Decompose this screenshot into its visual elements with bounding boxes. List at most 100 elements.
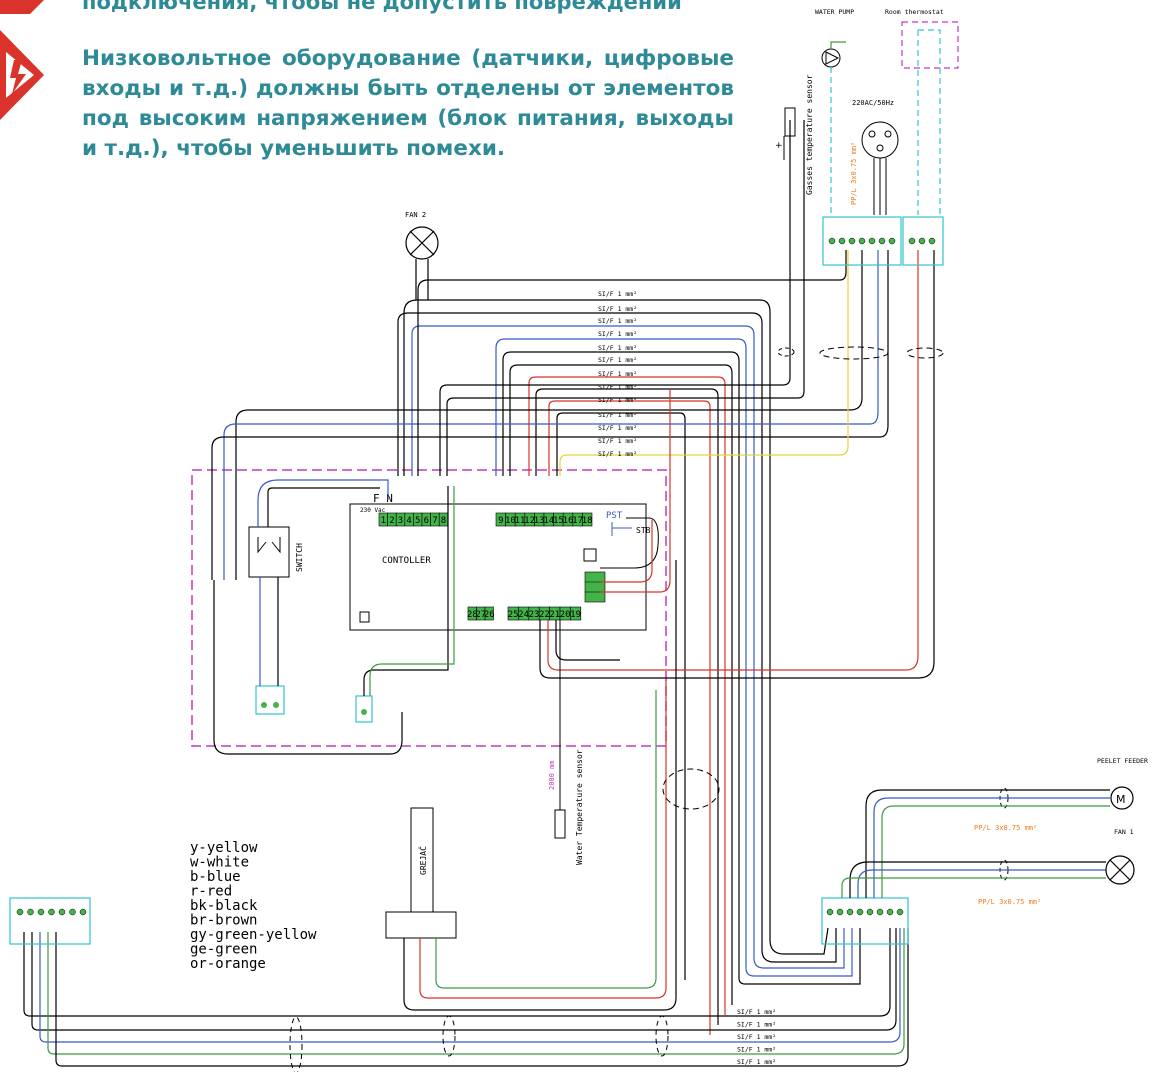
cable-label: SI/F 1 mm² <box>598 305 637 313</box>
terminal-screw <box>896 908 904 916</box>
ppl-vertical-label: PP/L 3x0.75 mm² <box>850 142 858 205</box>
wiring-to-supply <box>211 120 889 580</box>
terminal-screw <box>868 237 876 245</box>
cable-labels: SI/F 1 mm² SI/F 1 mm² SI/F 1 mm² SI/F 1 mm²… <box>598 290 637 458</box>
fan1-icon <box>1105 855 1135 885</box>
fan2-label: FAN 2 <box>405 211 426 219</box>
fan1-cable-label: PP/L 3x0.75 mm² <box>978 898 1041 906</box>
terminal-screw <box>888 237 896 245</box>
terminal-screw <box>48 908 55 916</box>
cable-label: SI/F 1 mm² <box>598 450 637 458</box>
pst-label: PST <box>606 511 623 521</box>
svg-text:M: M <box>1116 793 1126 806</box>
fan2-icon <box>405 226 439 300</box>
legend-item: w-white <box>190 855 249 871</box>
terminal-number: 26 <box>484 610 495 620</box>
terminal-screw <box>37 908 45 916</box>
terminal-number: 17 <box>572 516 583 526</box>
cable-label: SI/F 1 mm² <box>737 1058 776 1066</box>
terminal-number: 10 <box>505 516 516 526</box>
terminal-screw <box>69 908 76 916</box>
controller-label: CONTOLLER <box>382 556 431 566</box>
terminal-number: 21 <box>549 610 560 620</box>
cable-label: SI/F 1 mm² <box>598 356 637 364</box>
terminal-screw <box>908 237 916 245</box>
cable-label: SI/F 1 mm² <box>598 344 637 352</box>
terminal-number: 14 <box>543 516 554 526</box>
cable-label: SI/F 1 mm² <box>737 1033 776 1041</box>
terminal-screw <box>58 908 66 916</box>
terminal-number: 16 <box>563 516 574 526</box>
stb-label: STB <box>636 526 651 535</box>
legend-item: ge-green <box>190 942 257 958</box>
terminal-number: 25 <box>508 610 519 620</box>
terminal-screw <box>828 237 836 245</box>
gas-temperature-sensor: + <box>775 107 796 160</box>
wiring-harness-bottom <box>403 560 861 1011</box>
legend-item: b-blue <box>190 869 241 885</box>
terminal-number: 6 <box>424 516 429 526</box>
terminal-number: 23 <box>529 610 540 620</box>
controller-display-icon <box>583 548 597 562</box>
terminal-number: 4 <box>406 516 411 526</box>
terminal-number: 24 <box>518 610 529 620</box>
legend-item: r-red <box>190 884 232 900</box>
water-temperature-sensor <box>554 620 566 839</box>
terminal-number: 27 <box>475 610 486 620</box>
water-pump-icon <box>821 41 846 215</box>
terminal-screw <box>928 237 936 245</box>
terminal-screw <box>16 908 24 916</box>
terminal-screw <box>27 908 34 916</box>
wiring-harness-top <box>397 299 771 1035</box>
legend-item: bk-black <box>190 898 258 914</box>
legend-item: gy-green-yellow <box>190 927 317 943</box>
terminal-number: 22 <box>539 610 550 620</box>
lower-right-terminal-block <box>821 897 909 945</box>
warning-icon-top <box>0 0 44 14</box>
terminal-number: 1 <box>381 516 386 526</box>
room-thermostat-box <box>901 21 959 69</box>
terminal-number: 9 <box>498 516 503 526</box>
warning-paragraph: Низковольтное оборудование (датчики, циф… <box>82 46 734 161</box>
terminal-number: 2 <box>389 516 394 526</box>
water-pump-label: WATER PUMP <box>815 8 854 16</box>
pellet-feeder-label: PEELET FEEDER <box>1097 757 1148 765</box>
legend-item: br-brown <box>190 913 257 929</box>
terminal-screw <box>846 908 854 916</box>
svg-text:+: + <box>775 141 783 151</box>
terminal-number: 8 <box>441 516 446 526</box>
terminal-screw <box>858 237 866 245</box>
water-sensor-label: Water Temperature sensor <box>575 749 584 865</box>
pe-terminal-block <box>355 695 373 723</box>
feeder-cable-label: PP/L 3x0.75 mm² <box>974 824 1037 832</box>
sensor-length-label: 2000 mm <box>548 760 556 790</box>
terminal-strip-right <box>584 571 606 603</box>
terminal-number: 11 <box>515 516 526 526</box>
supply-label: 220AC/50Hz <box>852 99 894 107</box>
terminal-number: 28 <box>467 610 478 620</box>
terminal-number: 18 <box>582 516 593 526</box>
heater-label: GREJAČ <box>417 846 428 875</box>
fan1-label: FAN 1 <box>1114 828 1134 836</box>
terminal-screw <box>79 908 87 916</box>
terminal-screw <box>878 237 886 245</box>
cable-label: SI/F 1 mm² <box>598 424 637 432</box>
cable-label: SI/F 1 mm² <box>598 396 637 404</box>
terminal-screw <box>838 237 846 245</box>
terminal-number: 12 <box>524 516 535 526</box>
cable-label: SI/F 1 mm² <box>598 370 637 378</box>
terminal-number: 3 <box>398 516 403 526</box>
supply-terminal-block <box>822 216 944 266</box>
terminal-screw <box>866 908 874 916</box>
supply-small-label: 230 Vac <box>360 507 386 514</box>
fn-label: F N <box>373 492 393 505</box>
terminal-number: 15 <box>553 516 564 526</box>
cable-label: SI/F 1 mm² <box>598 290 637 298</box>
cable-label: SI/F 1 mm² <box>737 1008 776 1016</box>
terminal-number: 7 <box>432 516 437 526</box>
